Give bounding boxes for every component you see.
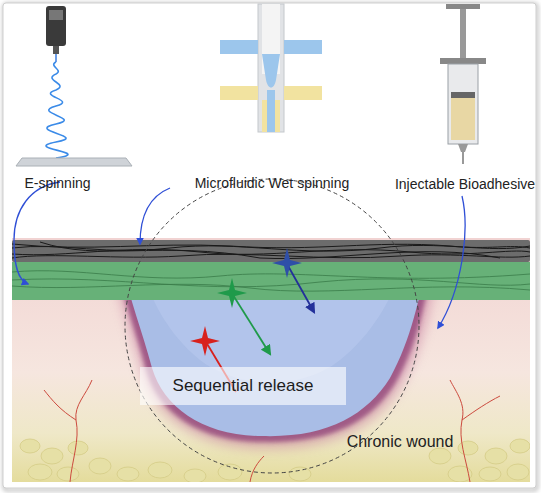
method-label: Injectable Bioadhesive xyxy=(392,176,538,192)
wound-label: Chronic wound xyxy=(330,432,470,451)
method-label: Microfluidic Wet spinning xyxy=(157,175,387,191)
node-text: Sequential release xyxy=(173,376,314,396)
release-label-box: Sequential release xyxy=(140,367,346,405)
method-label: E-spinning xyxy=(10,175,105,191)
